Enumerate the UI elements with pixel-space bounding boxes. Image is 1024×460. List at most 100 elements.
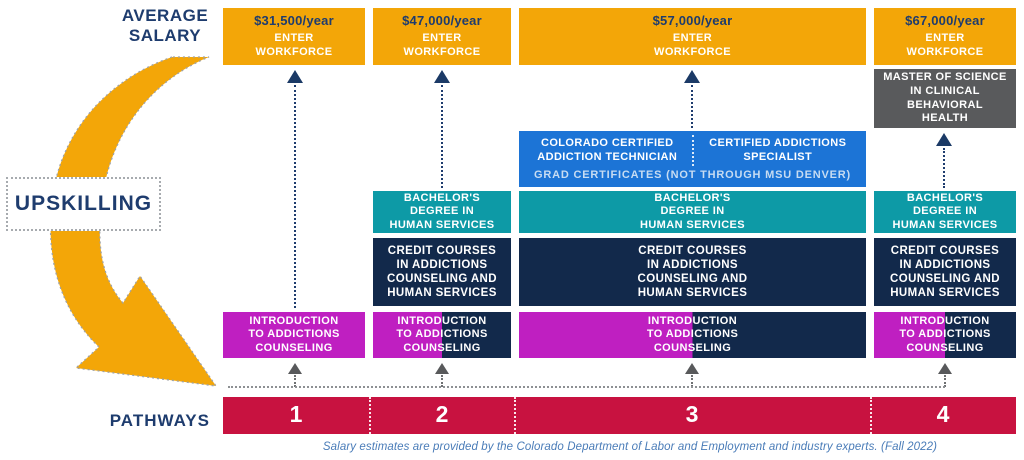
bachelors-line: DEGREE IN: [912, 205, 978, 218]
salary-box-pathway-1: $31,500/year ENTER WORKFORCE: [223, 8, 365, 65]
arrow-stem: [691, 85, 693, 128]
credit-line: HUMAN SERVICES: [890, 287, 1000, 300]
salary-box-pathway-3: $57,000/year ENTER WORKFORCE: [519, 8, 866, 65]
arrow-stem: [943, 148, 945, 188]
enter-workforce-line: ENTER: [672, 32, 713, 45]
enter-workforce-line: WORKFORCE: [403, 46, 481, 59]
gray-up-arrow-icon: [288, 363, 302, 374]
credit-line: CREDIT COURSES: [638, 244, 747, 257]
up-arrow-icon: [434, 70, 450, 83]
enter-workforce-line: ENTER: [274, 32, 314, 45]
bachelors-line: HUMAN SERVICES: [892, 218, 998, 231]
credit-line: COUNSELING AND: [387, 273, 497, 285]
enter-workforce-line: ENTER: [925, 32, 965, 45]
credit-courses-box-pathway-3: CREDIT COURSES IN ADDICTIONS COUNSELING …: [519, 238, 866, 306]
intro-course-box-pathway-1: INTRODUCTION TO ADDICTIONS COUNSELING: [223, 312, 365, 358]
bachelors-box-pathway-4: BACHELOR'S DEGREE IN HUMAN SERVICES: [874, 191, 1016, 233]
average-salary-line1: AVERAGE: [121, 6, 209, 25]
pathways-bar: 1 2 3 4: [223, 397, 1016, 434]
bachelors-line: DEGREE IN: [660, 205, 725, 218]
intro-line: TO ADDICTIONS: [396, 328, 488, 341]
masters-line: BEHAVIORAL: [907, 98, 983, 111]
up-arrow-icon: [287, 70, 303, 83]
intro-line: INTRODUCTION: [900, 314, 990, 327]
bachelors-line: HUMAN SERVICES: [639, 218, 746, 231]
intro-line: TO ADDICTIONS: [899, 328, 991, 341]
salary-box-pathway-4: $67,000/year ENTER WORKFORCE: [874, 8, 1016, 65]
credit-courses-box-pathway-4: CREDIT COURSES IN ADDICTIONS COUNSELING …: [874, 238, 1016, 306]
intro-line: TO ADDICTIONS: [646, 328, 739, 341]
enter-workforce-line: ENTER: [422, 32, 462, 45]
arrow-stem: [294, 85, 296, 308]
bachelors-line: BACHELOR'S: [906, 191, 984, 204]
intro-line: TO ADDICTIONS: [248, 328, 340, 341]
enter-workforce-line: WORKFORCE: [654, 46, 731, 59]
pathway-separator: [870, 397, 872, 434]
up-arrow-icon: [684, 70, 700, 83]
intro-line: COUNSELING: [653, 341, 732, 354]
bachelors-box-pathway-2: BACHELOR'S DEGREE IN HUMAN SERVICES: [373, 191, 511, 233]
credit-line: IN ADDICTIONS: [396, 258, 488, 271]
masters-line: IN CLINICAL: [910, 84, 980, 97]
certifications-box: COLORADO CERTIFIED ADDICTION TECHNICIAN …: [519, 131, 866, 187]
masters-degree-box: MASTER OF SCIENCE IN CLINICAL BEHAVIORAL…: [874, 69, 1016, 128]
salary-value-1: $31,500/year: [254, 13, 334, 29]
intro-line: COUNSELING: [255, 341, 333, 354]
certifications-row: COLORADO CERTIFIED ADDICTION TECHNICIAN …: [523, 135, 862, 167]
gray-arrow-stem: [691, 375, 693, 387]
salary-source-note: Salary estimates are provided by the Col…: [322, 441, 938, 453]
credit-line: COUNSELING AND: [637, 273, 748, 285]
credit-line: HUMAN SERVICES: [637, 287, 748, 300]
intro-course-box-pathway-3: INTRODUCTION TO ADDICTIONS COUNSELING: [519, 312, 866, 358]
arrow-stem: [441, 85, 443, 188]
credit-line: HUMAN SERVICES: [387, 287, 497, 300]
bachelors-box-pathway-3: BACHELOR'S DEGREE IN HUMAN SERVICES: [519, 191, 866, 233]
credit-courses-box-pathway-2: CREDIT COURSES IN ADDICTIONS COUNSELING …: [373, 238, 511, 306]
cert-left-line: COLORADO CERTIFIED: [541, 137, 674, 149]
enter-workforce-line: WORKFORCE: [906, 46, 984, 59]
cert-right-line: SPECIALIST: [743, 150, 813, 163]
intro-line: INTRODUCTION: [249, 314, 339, 327]
cert-left-line: ADDICTION TECHNICIAN: [537, 150, 678, 163]
intro-line: COUNSELING: [906, 341, 984, 354]
intro-line: INTRODUCTION: [647, 314, 738, 327]
pathway-number-2: 2: [435, 401, 449, 427]
salary-value-2: $47,000/year: [402, 13, 482, 29]
average-salary-label: AVERAGE SALARY: [120, 6, 210, 47]
enter-workforce-line: WORKFORCE: [255, 46, 333, 59]
pathways-dotted-line: [228, 386, 945, 388]
gray-arrow-stem: [944, 375, 946, 387]
up-arrow-icon: [936, 133, 952, 146]
credit-line: CREDIT COURSES: [387, 244, 497, 257]
colorado-certified-addiction-technician: COLORADO CERTIFIED ADDICTION TECHNICIAN: [523, 135, 692, 166]
gray-arrow-stem: [441, 375, 443, 387]
credit-line: IN ADDICTIONS: [899, 258, 991, 271]
upskilling-label-box: UPSKILLING: [6, 177, 161, 231]
pathway-number-1: 1: [289, 401, 303, 427]
credit-line: IN ADDICTIONS: [646, 258, 739, 271]
intro-line: COUNSELING: [403, 341, 481, 354]
gray-up-arrow-icon: [685, 363, 699, 374]
intro-course-box-pathway-2: INTRODUCTION TO ADDICTIONS COUNSELING: [373, 312, 511, 358]
average-salary-line2: SALARY: [128, 26, 202, 46]
gray-up-arrow-icon: [435, 363, 449, 374]
upskilling-label: UPSKILLING: [14, 192, 153, 215]
intro-line: INTRODUCTION: [397, 314, 487, 327]
intro-course-box-pathway-4: INTRODUCTION TO ADDICTIONS COUNSELING: [874, 312, 1016, 358]
bachelors-line: BACHELOR'S: [654, 191, 731, 204]
pathways-label: PATHWAYS: [109, 411, 210, 430]
cert-right-line: CERTIFIED ADDICTIONS: [709, 137, 847, 149]
salary-value-3: $57,000/year: [652, 13, 733, 29]
masters-line: HEALTH: [921, 112, 969, 125]
masters-line: MASTER OF SCIENCE: [883, 71, 1007, 84]
grad-certificates-note: GRAD CERTIFICATES (NOT THROUGH MSU DENVE…: [534, 169, 851, 182]
pathway-number-3: 3: [685, 401, 699, 427]
credit-line: CREDIT COURSES: [890, 244, 1000, 257]
bachelors-line: HUMAN SERVICES: [389, 218, 495, 231]
credit-line: COUNSELING AND: [890, 273, 1000, 285]
pathway-separator: [514, 397, 516, 434]
salary-box-pathway-2: $47,000/year ENTER WORKFORCE: [373, 8, 511, 65]
salary-value-4: $67,000/year: [905, 13, 985, 29]
bachelors-line: DEGREE IN: [409, 205, 475, 218]
